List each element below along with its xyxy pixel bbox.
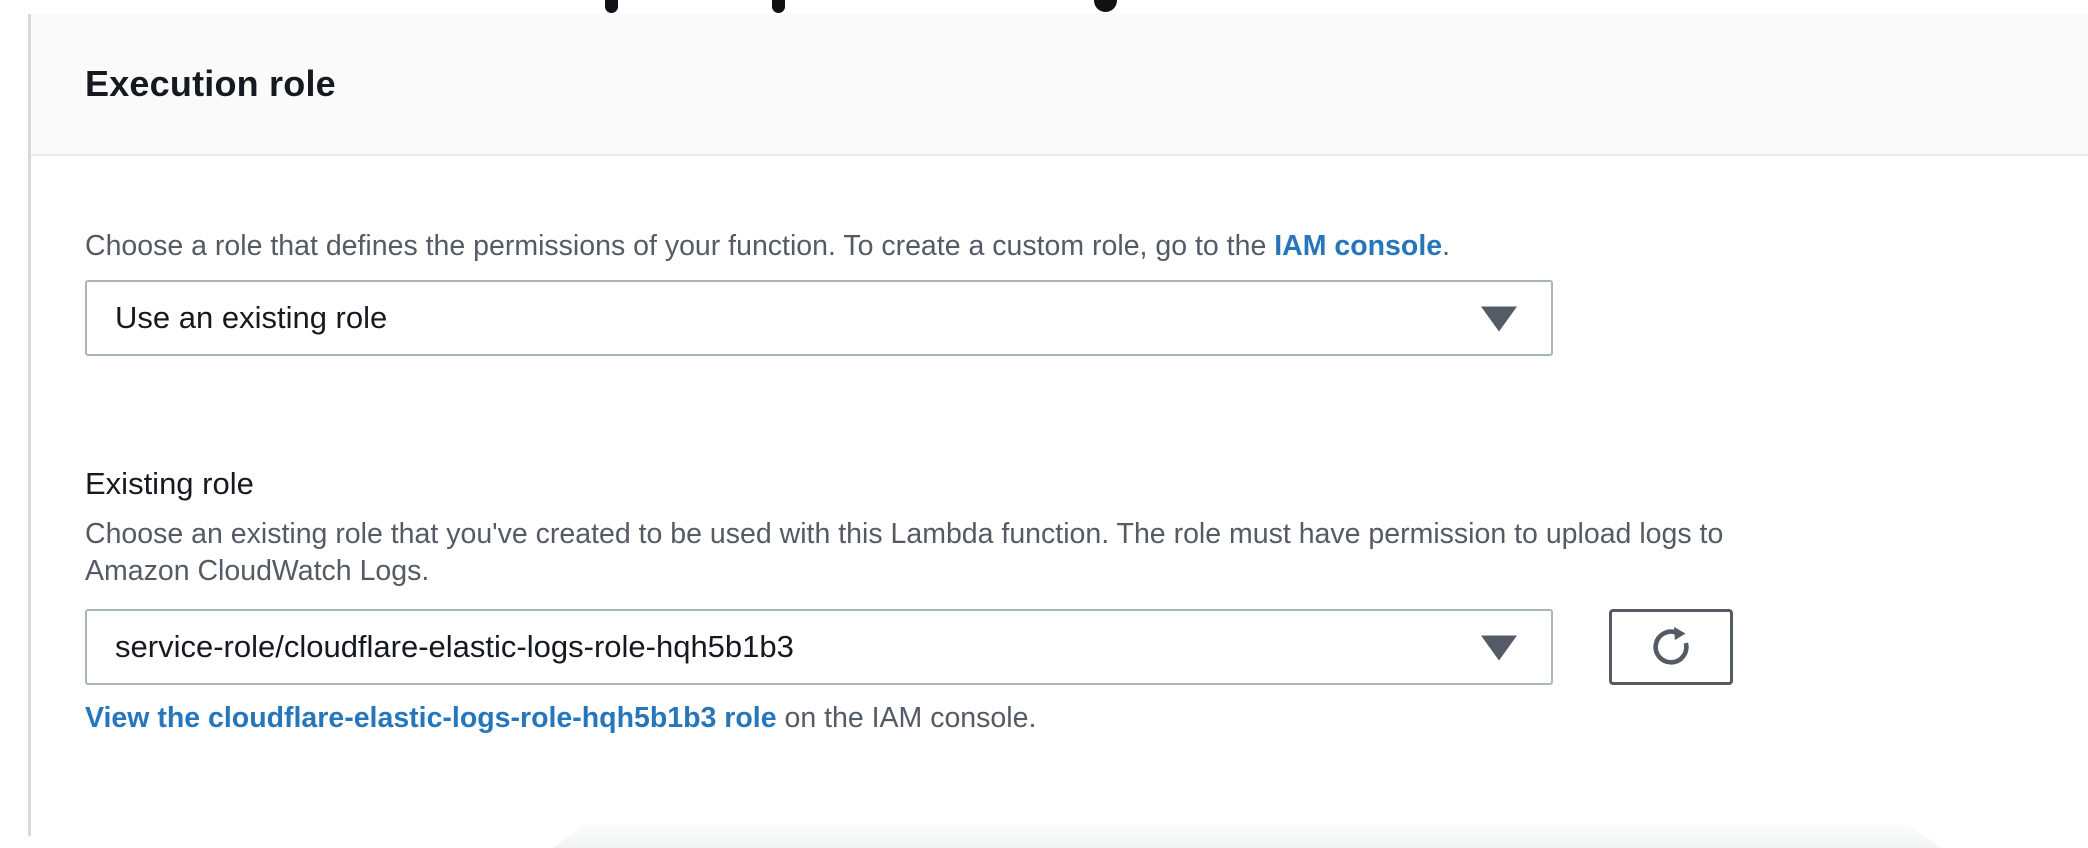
- descender-fragment: [1094, 0, 1117, 12]
- descender-fragment: [605, 0, 618, 13]
- execution-role-card: Execution role Choose a role that define…: [28, 14, 2088, 836]
- role-type-select-value: Use an existing role: [115, 300, 388, 335]
- cut-off-heading-fragments: [0, 0, 2088, 14]
- intro-period: .: [1442, 230, 1451, 262]
- below-viewport-element-edge: [553, 824, 1941, 848]
- existing-role-select-value: service-role/cloudflare-elastic-logs-rol…: [115, 629, 794, 664]
- descender-fragment: [772, 0, 785, 13]
- description-line: Choose an existing role that you've crea…: [85, 518, 1724, 550]
- view-role-link[interactable]: View the cloudflare-elastic-logs-role-hq…: [85, 702, 777, 734]
- section-title: Execution role: [85, 63, 336, 104]
- description-line: Amazon CloudWatch Logs.: [85, 555, 430, 587]
- view-role-suffix: on the IAM console.: [776, 702, 1037, 734]
- refresh-icon: [1653, 626, 1689, 665]
- existing-role-select[interactable]: service-role/cloudflare-elastic-logs-rol…: [85, 609, 1553, 685]
- existing-role-label: Existing role: [85, 466, 254, 501]
- view-role-line: View the cloudflare-elastic-logs-role-hq…: [85, 702, 1036, 735]
- card-header: Execution role: [31, 14, 2088, 156]
- intro-text: Choose a role that defines the permissio…: [85, 230, 1275, 262]
- role-type-select[interactable]: Use an existing role: [85, 280, 1553, 356]
- chevron-down-icon: [1481, 635, 1517, 661]
- existing-role-description: Choose an existing role that you've crea…: [85, 516, 1723, 590]
- existing-role-row: service-role/cloudflare-elastic-logs-rol…: [85, 609, 1733, 685]
- role-help-text: Choose a role that defines the permissio…: [85, 230, 1450, 263]
- chevron-down-icon: [1481, 306, 1517, 332]
- refresh-button[interactable]: [1609, 609, 1733, 685]
- iam-console-link[interactable]: IAM console: [1274, 230, 1443, 262]
